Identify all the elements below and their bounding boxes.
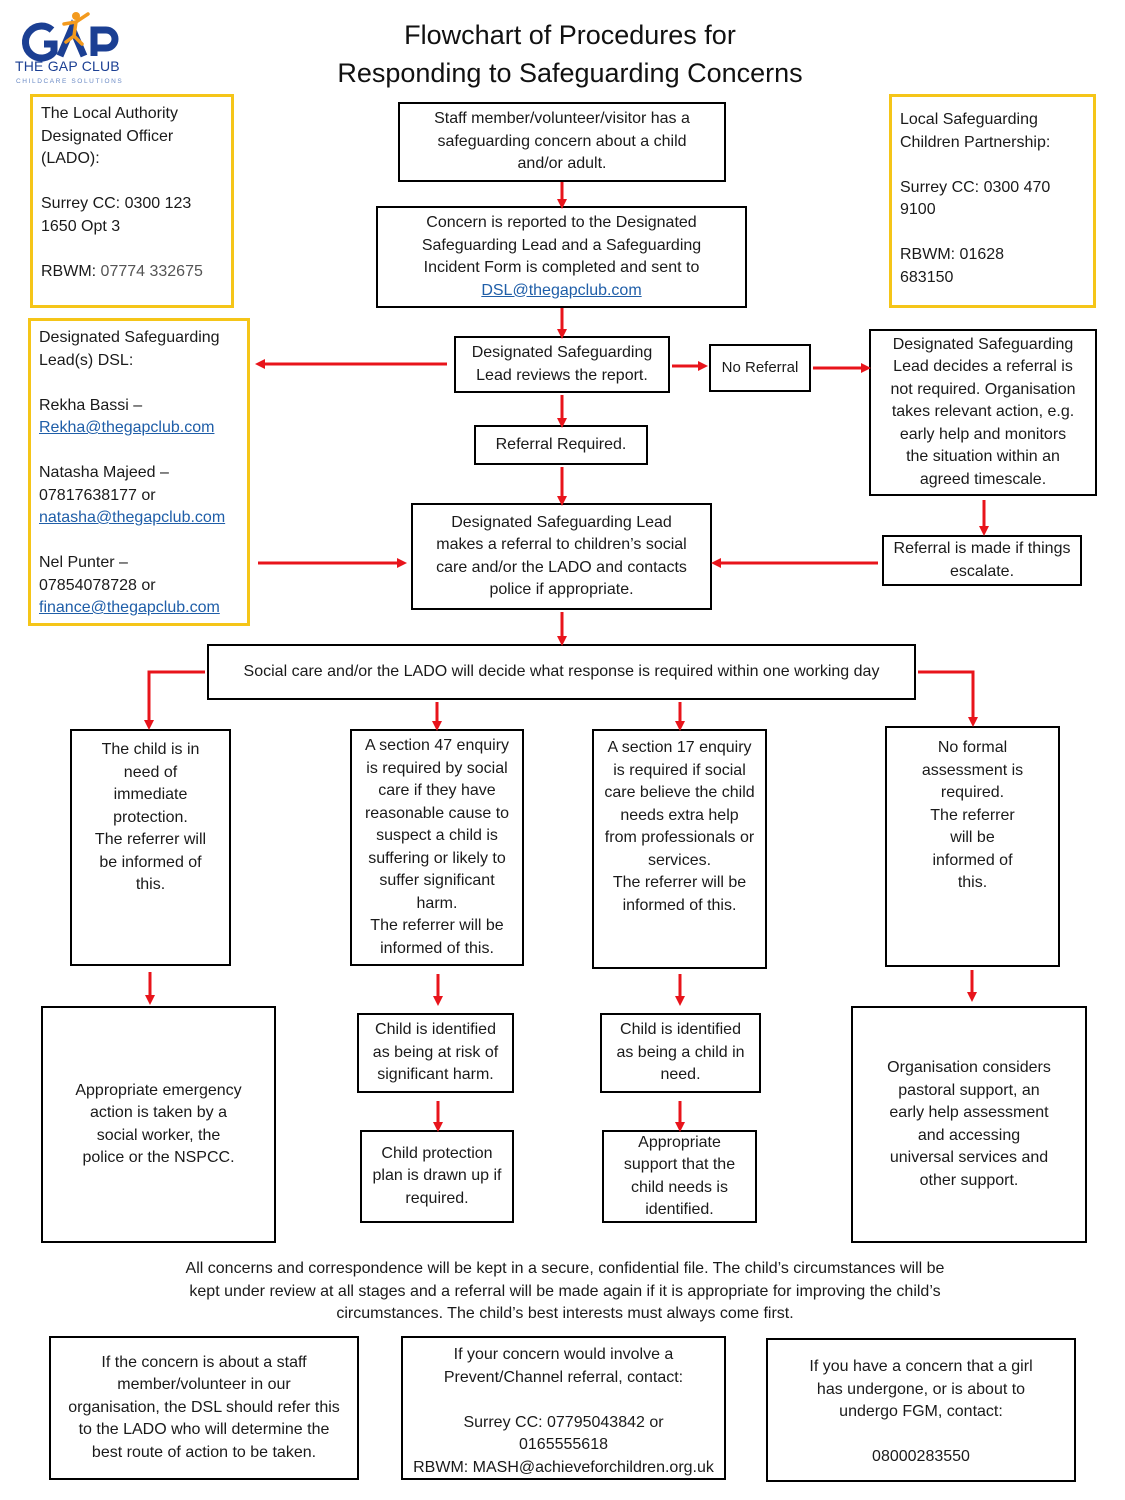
finance-email-link[interactable]: finance@thegapclub.com	[39, 599, 220, 616]
fgm-box: If you have a concern that a girl has un…	[766, 1338, 1076, 1482]
lado-contact-box: The Local Authority Designated Officer (…	[30, 94, 234, 308]
review-box: Designated Safeguarding Lead reviews the…	[454, 336, 670, 393]
emergency-action-box: Appropriate emergency action is taken by…	[41, 1006, 276, 1243]
prevent-channel-box: If your concern would involve a Prevent/…	[401, 1336, 726, 1480]
lscp-contact-box: Local Safeguarding Children Partnership:…	[889, 94, 1096, 308]
section-47-box: A section 47 enquiry is required by soci…	[350, 729, 524, 966]
gap-club-logo-icon	[21, 12, 119, 62]
child-in-need-box: Child is identified as being a child in …	[600, 1013, 761, 1093]
logo-brand: THE GAP CLUB	[15, 58, 120, 74]
concern-box: Staff member/volunteer/visitor has a saf…	[398, 102, 726, 182]
natasha-email-link[interactable]: natasha@thegapclub.com	[39, 509, 226, 526]
referral-required-box: Referral Required.	[474, 425, 648, 465]
logo-tagline: CHILDCARE SOLUTIONS	[16, 78, 124, 85]
protection-plan-box: Child protection plan is drawn up if req…	[360, 1130, 514, 1223]
arrow-decision-to-col1	[144, 670, 205, 730]
decision-box: Social care and/or the LADO will decide …	[207, 644, 916, 700]
escalate-box: Referral is made if things escalate.	[882, 535, 1082, 586]
risk-box: Child is identified as being at risk of …	[357, 1013, 514, 1093]
page-title: Flowchart of Procedures for Responding t…	[337, 20, 803, 88]
no-assessment-box: No formal assessment is required. The re…	[885, 726, 1060, 967]
section-17-box: A section 17 enquiry is required if soci…	[592, 729, 767, 969]
makes-referral-box: Designated Safeguarding Lead makes a ref…	[411, 503, 712, 610]
no-referral-box: No Referral	[709, 344, 811, 392]
reported-box: Concern is reported to the Designated Sa…	[376, 206, 747, 308]
referral-not-required-box: Designated Safeguarding Lead decides a r…	[869, 329, 1097, 496]
staff-concern-box: If the concern is about a staff member/v…	[49, 1336, 359, 1480]
confidentiality-note: All concerns and correspondence will be …	[185, 1260, 945, 1322]
arrow-decision-to-col4	[918, 670, 978, 727]
rekha-email-link[interactable]: Rekha@thegapclub.com	[39, 419, 215, 436]
dsl-email-link[interactable]: DSL@thegapclub.com	[481, 281, 642, 299]
dsl-contact-box: Designated Safeguarding Lead(s) DSL: Rek…	[28, 318, 250, 626]
pastoral-support-box: Organisation considers pastoral support,…	[851, 1006, 1087, 1243]
support-box: Appropriate support that the child needs…	[602, 1130, 757, 1223]
immediate-protection-box: The child is in need of immediate protec…	[70, 729, 231, 966]
